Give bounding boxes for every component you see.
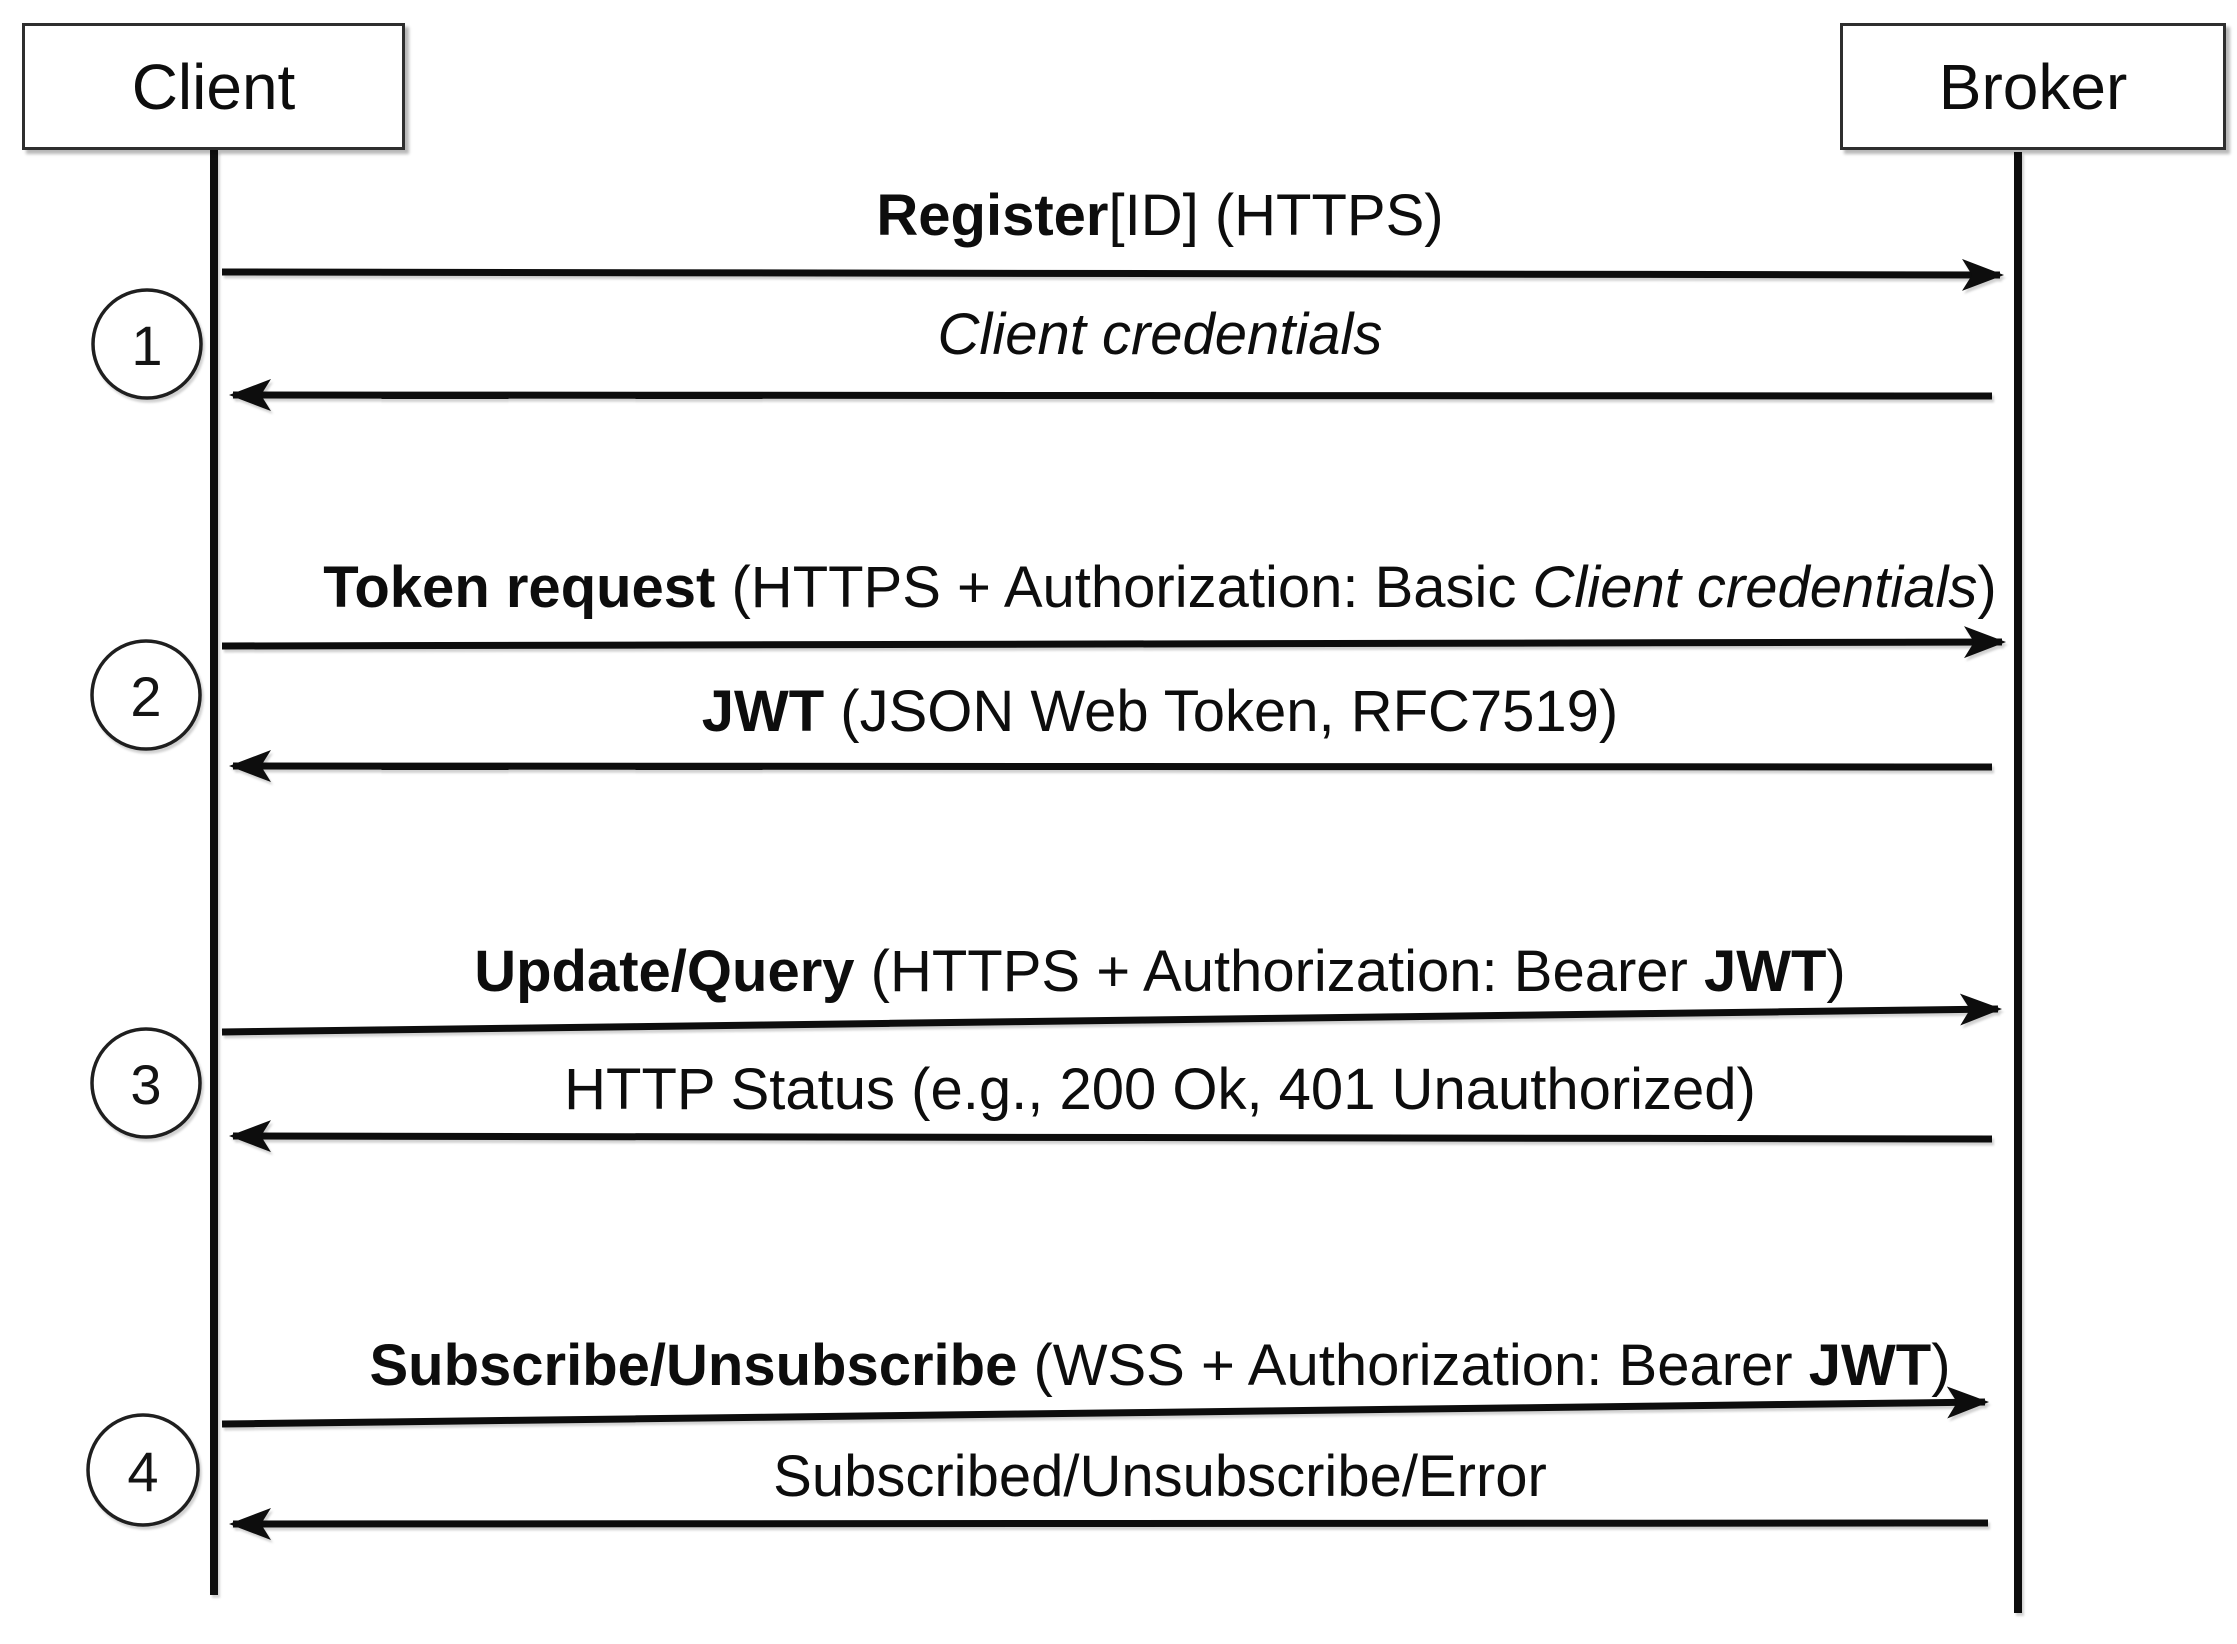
actor-client-box: Client bbox=[22, 23, 405, 150]
step-3-request-arrow bbox=[221, 993, 2002, 1036]
step-4-request-arrow bbox=[221, 1386, 1989, 1428]
step-2-response-arrow bbox=[229, 750, 1993, 783]
step-4-badge-circle bbox=[86, 1413, 200, 1527]
step-4-number: 4 bbox=[127, 1440, 159, 1503]
step-4-request-run: ) bbox=[1931, 1333, 1951, 1398]
step-3-response-label: HTTP Status (e.g., 200 Ok, 401 Unauthori… bbox=[280, 1053, 2040, 1127]
step-3-request-run: JWT bbox=[1703, 939, 1827, 1004]
step-1-badge-circle bbox=[91, 288, 203, 400]
step-3-request-run: (HTTPS + Authorization: Bearer bbox=[854, 939, 1704, 1004]
step-3-request-run: Update/Query bbox=[474, 939, 855, 1004]
step-3-badge-circle bbox=[90, 1027, 202, 1139]
step-2-badge-circle bbox=[90, 639, 202, 751]
step-3-response-arrow bbox=[229, 1120, 1993, 1153]
step-1-response-label: Client credentials bbox=[280, 298, 2040, 372]
step-2-response-label: JWT (JSON Web Token, RFC7519) bbox=[280, 675, 2040, 749]
step-4-request-run: JWT bbox=[1808, 1333, 1932, 1398]
actor-broker-label: Broker bbox=[1938, 50, 2128, 123]
step-2-number: 2 bbox=[130, 665, 162, 728]
step-2-request-arrow bbox=[221, 626, 2006, 659]
step-3-number: 3 bbox=[130, 1053, 162, 1116]
step-1-request-arrow bbox=[221, 258, 2004, 291]
actor-broker-box: Broker bbox=[1840, 23, 2226, 150]
actor-client-label: Client bbox=[131, 50, 296, 123]
step-4-request-label: Subscribe/Unsubscribe (WSS + Authorizati… bbox=[280, 1329, 2040, 1403]
step-2-request-run: Token request bbox=[323, 555, 716, 620]
step-2-request-run: Client credentials bbox=[1532, 555, 1978, 620]
step-2-request-label: Token request (HTTPS + Authorization: Ba… bbox=[280, 551, 2040, 625]
step-4-request-run: (WSS + Authorization: Bearer bbox=[1017, 1333, 1809, 1398]
step-2-response-run: (JSON Web Token, RFC7519) bbox=[824, 679, 1619, 744]
step-1-number: 1 bbox=[131, 314, 163, 377]
step-2-response-run: JWT bbox=[701, 679, 825, 744]
step-3-request-label: Update/Query (HTTPS + Authorization: Bea… bbox=[280, 935, 2040, 1009]
step-2-request-run: ) bbox=[1977, 555, 1997, 620]
step-4-response-run: Subscribed/Unsubscribe/Error bbox=[773, 1444, 1547, 1509]
step-3-request-run: ) bbox=[1826, 939, 1846, 1004]
step-4-response-arrow bbox=[229, 1507, 1989, 1540]
step-1-request-label: Register[ID] (HTTPS) bbox=[280, 179, 2040, 253]
step-1-request-run: Register bbox=[876, 183, 1109, 248]
step-2-request-run: (HTTPS + Authorization: Basic bbox=[715, 555, 1533, 620]
step-1-request-run: [ID] (HTTPS) bbox=[1108, 183, 1444, 248]
step-1-response-arrow bbox=[229, 379, 1993, 412]
step-1-response-run: Client credentials bbox=[937, 302, 1383, 367]
step-3-response-run: HTTP Status (e.g., 200 Ok, 401 Unauthori… bbox=[564, 1057, 1756, 1122]
step-4-response-label: Subscribed/Unsubscribe/Error bbox=[280, 1440, 2040, 1514]
step-4-request-run: Subscribe/Unsubscribe bbox=[369, 1333, 1018, 1398]
